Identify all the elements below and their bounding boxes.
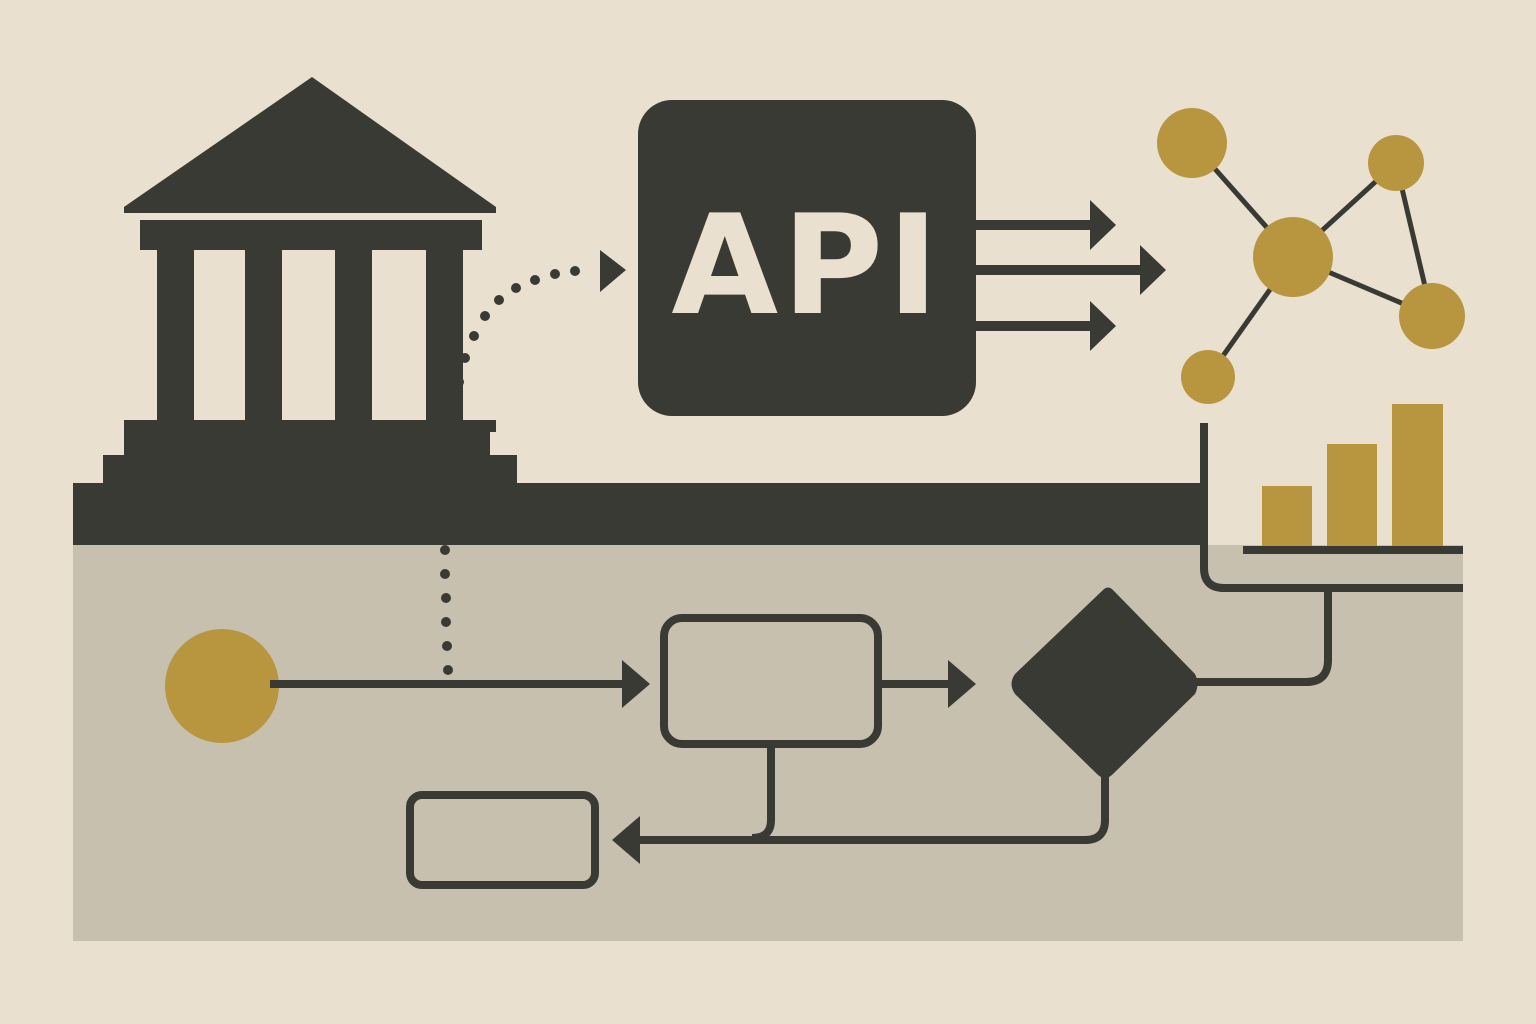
- chart-bar: [1327, 444, 1377, 546]
- flow-arrowhead: [948, 660, 976, 708]
- flow-arrowhead: [612, 816, 640, 864]
- flow-line: [1195, 588, 1332, 686]
- flow-line: [751, 744, 775, 842]
- dotted-arrowhead: [600, 250, 626, 292]
- output-box: [406, 791, 599, 889]
- api-box: API: [638, 100, 976, 416]
- api-output-arrows: [976, 200, 1166, 351]
- chart-connector: [1200, 423, 1463, 592]
- ground-bar: [73, 483, 1201, 545]
- decision-diamond: [1011, 587, 1198, 778]
- bar-chart-icon: [1243, 404, 1463, 554]
- flow-arrowhead: [622, 660, 650, 708]
- bank-building-icon: [73, 77, 521, 493]
- start-node-circle: [165, 629, 279, 743]
- network-graph-icon: [1157, 108, 1465, 404]
- chart-bar: [1392, 404, 1443, 546]
- flow-line: [636, 776, 1109, 844]
- api-label: API: [671, 185, 942, 346]
- chart-baseline: [1243, 546, 1463, 554]
- chart-bar: [1262, 486, 1312, 546]
- dotted-connector: [440, 266, 580, 675]
- flowchart: [165, 587, 1332, 889]
